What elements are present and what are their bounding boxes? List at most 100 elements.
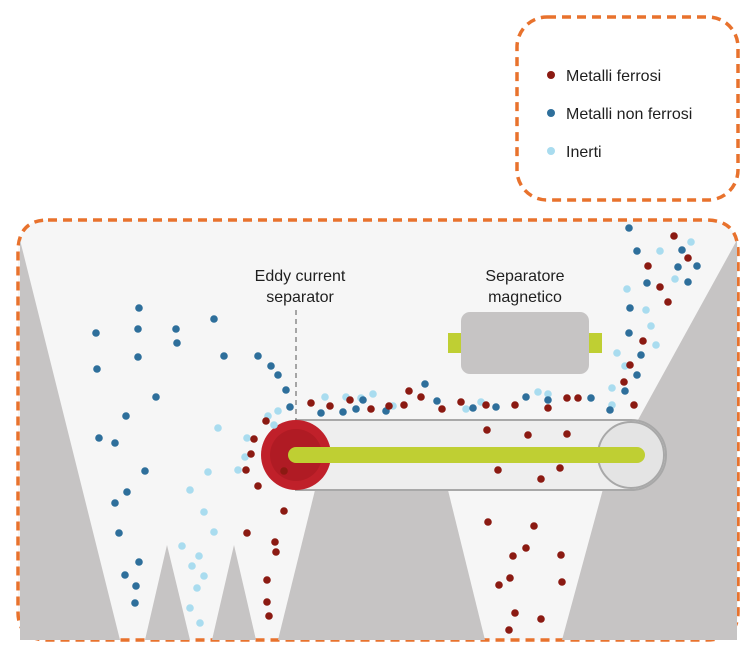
- particle-non-ferrous: [135, 558, 143, 566]
- particle-inert: [534, 388, 542, 396]
- particle-ferrous: [482, 401, 490, 409]
- particle-ferrous: [626, 361, 634, 369]
- particle-inert: [647, 322, 655, 330]
- particle-ferrous: [307, 399, 315, 407]
- particle-ferrous: [537, 475, 545, 483]
- particle-inert: [274, 407, 282, 415]
- particle-inert: [687, 238, 695, 246]
- particle-ferrous: [537, 615, 545, 623]
- particle-non-ferrous: [220, 352, 228, 360]
- particle-ferrous: [670, 232, 678, 240]
- particle-non-ferrous: [621, 387, 629, 395]
- particle-inert: [656, 247, 664, 255]
- particle-inert: [178, 542, 186, 550]
- eddy-label-line1: Eddy current: [255, 268, 346, 285]
- particle-ferrous: [326, 402, 334, 410]
- legend-label-ferrous: Metalli ferrosi: [566, 68, 661, 85]
- particle-non-ferrous: [93, 365, 101, 373]
- magnetic-separator: [448, 312, 602, 374]
- particle-non-ferrous: [121, 571, 129, 579]
- particle-inert: [652, 341, 660, 349]
- particle-inert: [214, 424, 222, 432]
- particle-non-ferrous: [626, 304, 634, 312]
- particle-ferrous: [664, 298, 672, 306]
- particle-inert: [623, 285, 631, 293]
- particle-inert: [210, 528, 218, 536]
- particle-ferrous: [620, 378, 628, 386]
- particle-inert: [196, 619, 204, 627]
- particle-inert: [234, 466, 242, 474]
- particle-ferrous: [506, 574, 514, 582]
- particle-non-ferrous: [633, 371, 641, 379]
- particle-non-ferrous: [678, 246, 686, 254]
- particle-ferrous: [639, 337, 647, 345]
- particle-ferrous: [400, 401, 408, 409]
- particle-inert: [186, 486, 194, 494]
- particle-non-ferrous: [111, 439, 119, 447]
- particle-non-ferrous: [267, 362, 275, 370]
- particle-inert: [204, 468, 212, 476]
- particle-ferrous: [272, 548, 280, 556]
- particle-non-ferrous: [643, 279, 651, 287]
- particle-ferrous: [530, 522, 538, 530]
- particle-inert: [642, 306, 650, 314]
- particle-inert: [369, 390, 377, 398]
- particle-ferrous: [558, 578, 566, 586]
- particle-non-ferrous: [141, 467, 149, 475]
- particle-ferrous: [247, 450, 255, 458]
- particle-ferrous: [494, 466, 502, 474]
- particle-non-ferrous: [544, 396, 552, 404]
- left-wall: [20, 240, 120, 640]
- particle-non-ferrous: [282, 386, 290, 394]
- particle-non-ferrous: [134, 353, 142, 361]
- particle-non-ferrous: [134, 325, 142, 333]
- particle-non-ferrous: [286, 403, 294, 411]
- particle-non-ferrous: [625, 329, 633, 337]
- particle-ferrous: [509, 552, 517, 560]
- particle-ferrous: [495, 581, 503, 589]
- particle-ferrous: [280, 507, 288, 515]
- eddy-label-line2: separator: [266, 289, 334, 306]
- particle-non-ferrous: [522, 393, 530, 401]
- particle-ferrous: [262, 417, 270, 425]
- particle-ferrous: [483, 426, 491, 434]
- particle-non-ferrous: [606, 406, 614, 414]
- particle-ferrous: [271, 538, 279, 546]
- particle-inert: [243, 434, 251, 442]
- particle-non-ferrous: [433, 397, 441, 405]
- magnet-label-line2: magnetico: [488, 289, 562, 306]
- particle-ferrous: [417, 393, 425, 401]
- particle-ferrous: [263, 576, 271, 584]
- particle-inert: [544, 390, 552, 398]
- spike-right: [212, 545, 256, 640]
- particle-non-ferrous: [95, 434, 103, 442]
- particle-ferrous: [557, 551, 565, 559]
- particle-ferrous: [544, 404, 552, 412]
- particle-ferrous: [367, 405, 375, 413]
- particle-non-ferrous: [210, 315, 218, 323]
- particle-non-ferrous: [92, 329, 100, 337]
- particle-ferrous: [280, 467, 288, 475]
- particle-non-ferrous: [587, 394, 595, 402]
- particle-inert: [462, 405, 470, 413]
- particle-ferrous: [563, 430, 571, 438]
- particle-ferrous: [385, 402, 393, 410]
- particle-ferrous: [656, 283, 664, 291]
- particle-non-ferrous: [173, 339, 181, 347]
- particle-ferrous: [484, 518, 492, 526]
- particle-ferrous: [511, 609, 519, 617]
- particle-ferrous: [574, 394, 582, 402]
- particle-non-ferrous: [492, 403, 500, 411]
- particle-non-ferrous: [132, 582, 140, 590]
- particle-ferrous: [630, 401, 638, 409]
- particle-ferrous: [242, 466, 250, 474]
- legend-dot-ferrous: [547, 71, 555, 79]
- particle-ferrous: [254, 482, 262, 490]
- particle-inert: [200, 572, 208, 580]
- particle-non-ferrous: [469, 404, 477, 412]
- particle-inert: [613, 349, 621, 357]
- particle-ferrous: [556, 464, 564, 472]
- particle-ferrous: [457, 398, 465, 406]
- particle-non-ferrous: [359, 396, 367, 404]
- particle-non-ferrous: [115, 529, 123, 537]
